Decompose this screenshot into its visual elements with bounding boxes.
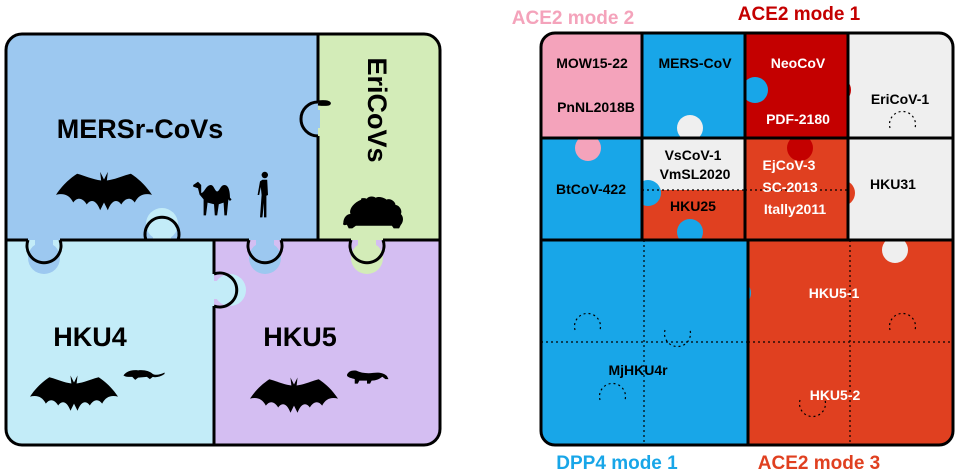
hku4-piece: [6, 240, 214, 445]
virus-label-mjhku4r: MjHKU4r: [608, 362, 668, 378]
tile-ericov1: [848, 33, 953, 138]
knob: [574, 237, 600, 263]
knob: [779, 237, 805, 263]
knob: [677, 115, 703, 141]
knob-neck: [212, 281, 224, 299]
ace2-mode2-label: ACE2 mode 2: [512, 8, 634, 29]
virus-label-mow15: MOW15-22: [556, 55, 628, 71]
knob: [635, 180, 661, 206]
knob: [882, 237, 908, 263]
virus-label-hku25: HKU25: [670, 198, 716, 214]
knob: [829, 180, 855, 206]
mersr-piece: [6, 34, 318, 280]
virus-label-sc2013: SC-2013: [762, 179, 817, 195]
knob-neck: [256, 238, 274, 250]
virus-label-ejcov: EjCoV-3: [763, 157, 816, 173]
knob-neck: [153, 226, 171, 242]
right-puzzle: ACE2 mode 2 ACE2 mode 1 DPP4 mode 1 ACE2…: [512, 4, 955, 474]
tile-hku31: [848, 138, 953, 240]
hku5-label: HKU5: [263, 322, 337, 352]
left-puzzle-border: [4, 32, 442, 447]
tile-mow15: [541, 33, 642, 138]
tile-vscov: [642, 138, 745, 190]
mersr-label: MERSr-CoVs: [57, 114, 224, 144]
knob: [825, 77, 851, 103]
hku4-label: HKU4: [53, 322, 127, 352]
right-puzzle-border: [539, 31, 955, 447]
virus-label-vscov: VsCoV-1: [665, 147, 722, 163]
virus-label-pnnl: PnNL2018B: [557, 99, 635, 115]
dpp4-mode1-label: DPP4 mode 1: [556, 453, 678, 474]
ace2-mode3-label: ACE2 mode 3: [758, 453, 880, 474]
knob-neck: [35, 238, 53, 250]
virus-label-itally: Itally2011: [764, 201, 826, 217]
knob: [742, 77, 768, 103]
eri-label: EriCoVs: [362, 57, 392, 162]
virus-label-pdf: PDF-2180: [766, 111, 830, 127]
knob: [725, 280, 751, 306]
virus-label-hku31: HKU31: [870, 176, 916, 192]
hku5-piece: [214, 240, 440, 445]
knob-neck: [358, 238, 376, 250]
left-puzzle: MERSr-CoVs EriCoVs HKU4 HKU5: [4, 32, 442, 447]
eri-piece: [318, 34, 440, 240]
virus-label-vmsl: VmSL2020: [660, 166, 731, 182]
virus-label-btcov: BtCoV-422: [556, 181, 626, 197]
virus-label-hku52: HKU5-2: [810, 387, 861, 403]
knob: [575, 135, 601, 161]
virus-label-neocov: NeoCoV: [771, 55, 826, 71]
knob: [787, 135, 813, 161]
virus-label-ericov1: EriCoV-1: [871, 91, 930, 107]
ace2-mode1-label: ACE2 mode 1: [738, 4, 861, 25]
virus-label-mers: MERS-CoV: [658, 55, 732, 71]
virus-label-hku51: HKU5-1: [809, 285, 860, 301]
